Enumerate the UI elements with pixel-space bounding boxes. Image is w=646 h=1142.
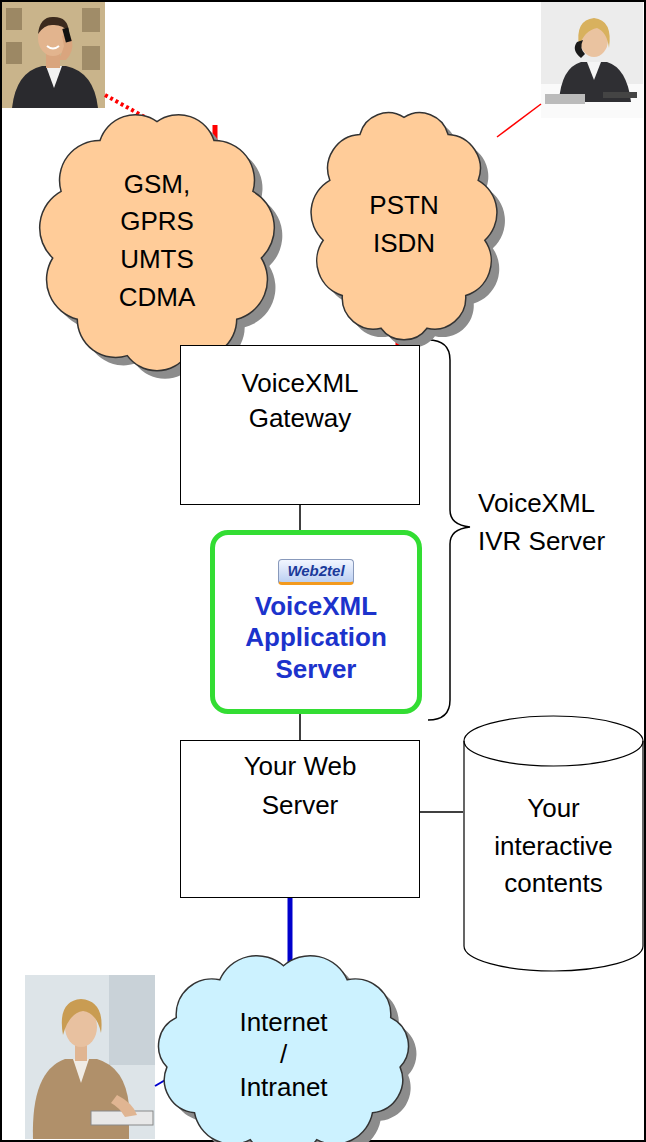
cloud-shape xyxy=(159,956,409,1142)
node-text: VoiceXML Application Server xyxy=(226,591,406,685)
node-content: Your interactive contents xyxy=(463,715,644,972)
content-database: Your interactive contents xyxy=(463,715,644,972)
node-text: GSM, GPRS UMTS CDMA xyxy=(110,166,205,317)
node-content: VoiceXML Gateway xyxy=(181,346,419,504)
cylinder-body xyxy=(464,716,643,971)
node-content: Web2telVoiceXML Application Server xyxy=(215,535,417,709)
cloud-shape xyxy=(311,113,497,340)
phone-line xyxy=(497,104,541,137)
fixed-network-cloud: PSTN ISDN xyxy=(308,103,508,355)
node-text: PSTN ISDN xyxy=(364,187,444,262)
connector-line xyxy=(299,714,301,740)
web-server-box: Your Web Server xyxy=(180,740,420,898)
node-text: VoiceXML Gateway xyxy=(220,366,380,436)
group-bracket xyxy=(428,340,470,720)
internet-cloud: Internet / Intranet xyxy=(150,950,425,1142)
cloud-outline xyxy=(150,950,425,1142)
desk-user-photo xyxy=(541,2,643,118)
node-content: PSTN ISDN xyxy=(308,103,508,355)
logo-text: Web2tel xyxy=(278,559,353,585)
node-content: Internet / Intranet xyxy=(150,950,425,1142)
node-text: Your interactive contents xyxy=(479,790,629,903)
cylinder-rim xyxy=(464,741,643,766)
application-server-box: Web2telVoiceXML Application Server xyxy=(210,530,422,714)
connector-line xyxy=(420,811,463,813)
node-text: Your Web Server xyxy=(240,747,360,825)
cloud-shape xyxy=(40,115,275,371)
mobile-user-photo xyxy=(2,2,105,108)
web-user-photo xyxy=(25,975,155,1139)
connector-line xyxy=(299,505,301,530)
gateway-box: VoiceXML Gateway xyxy=(180,345,420,505)
node-text: Internet / Intranet xyxy=(234,1006,334,1104)
group-label: VoiceXML IVR Server xyxy=(478,485,628,560)
node-content: Your Web Server xyxy=(181,741,419,897)
